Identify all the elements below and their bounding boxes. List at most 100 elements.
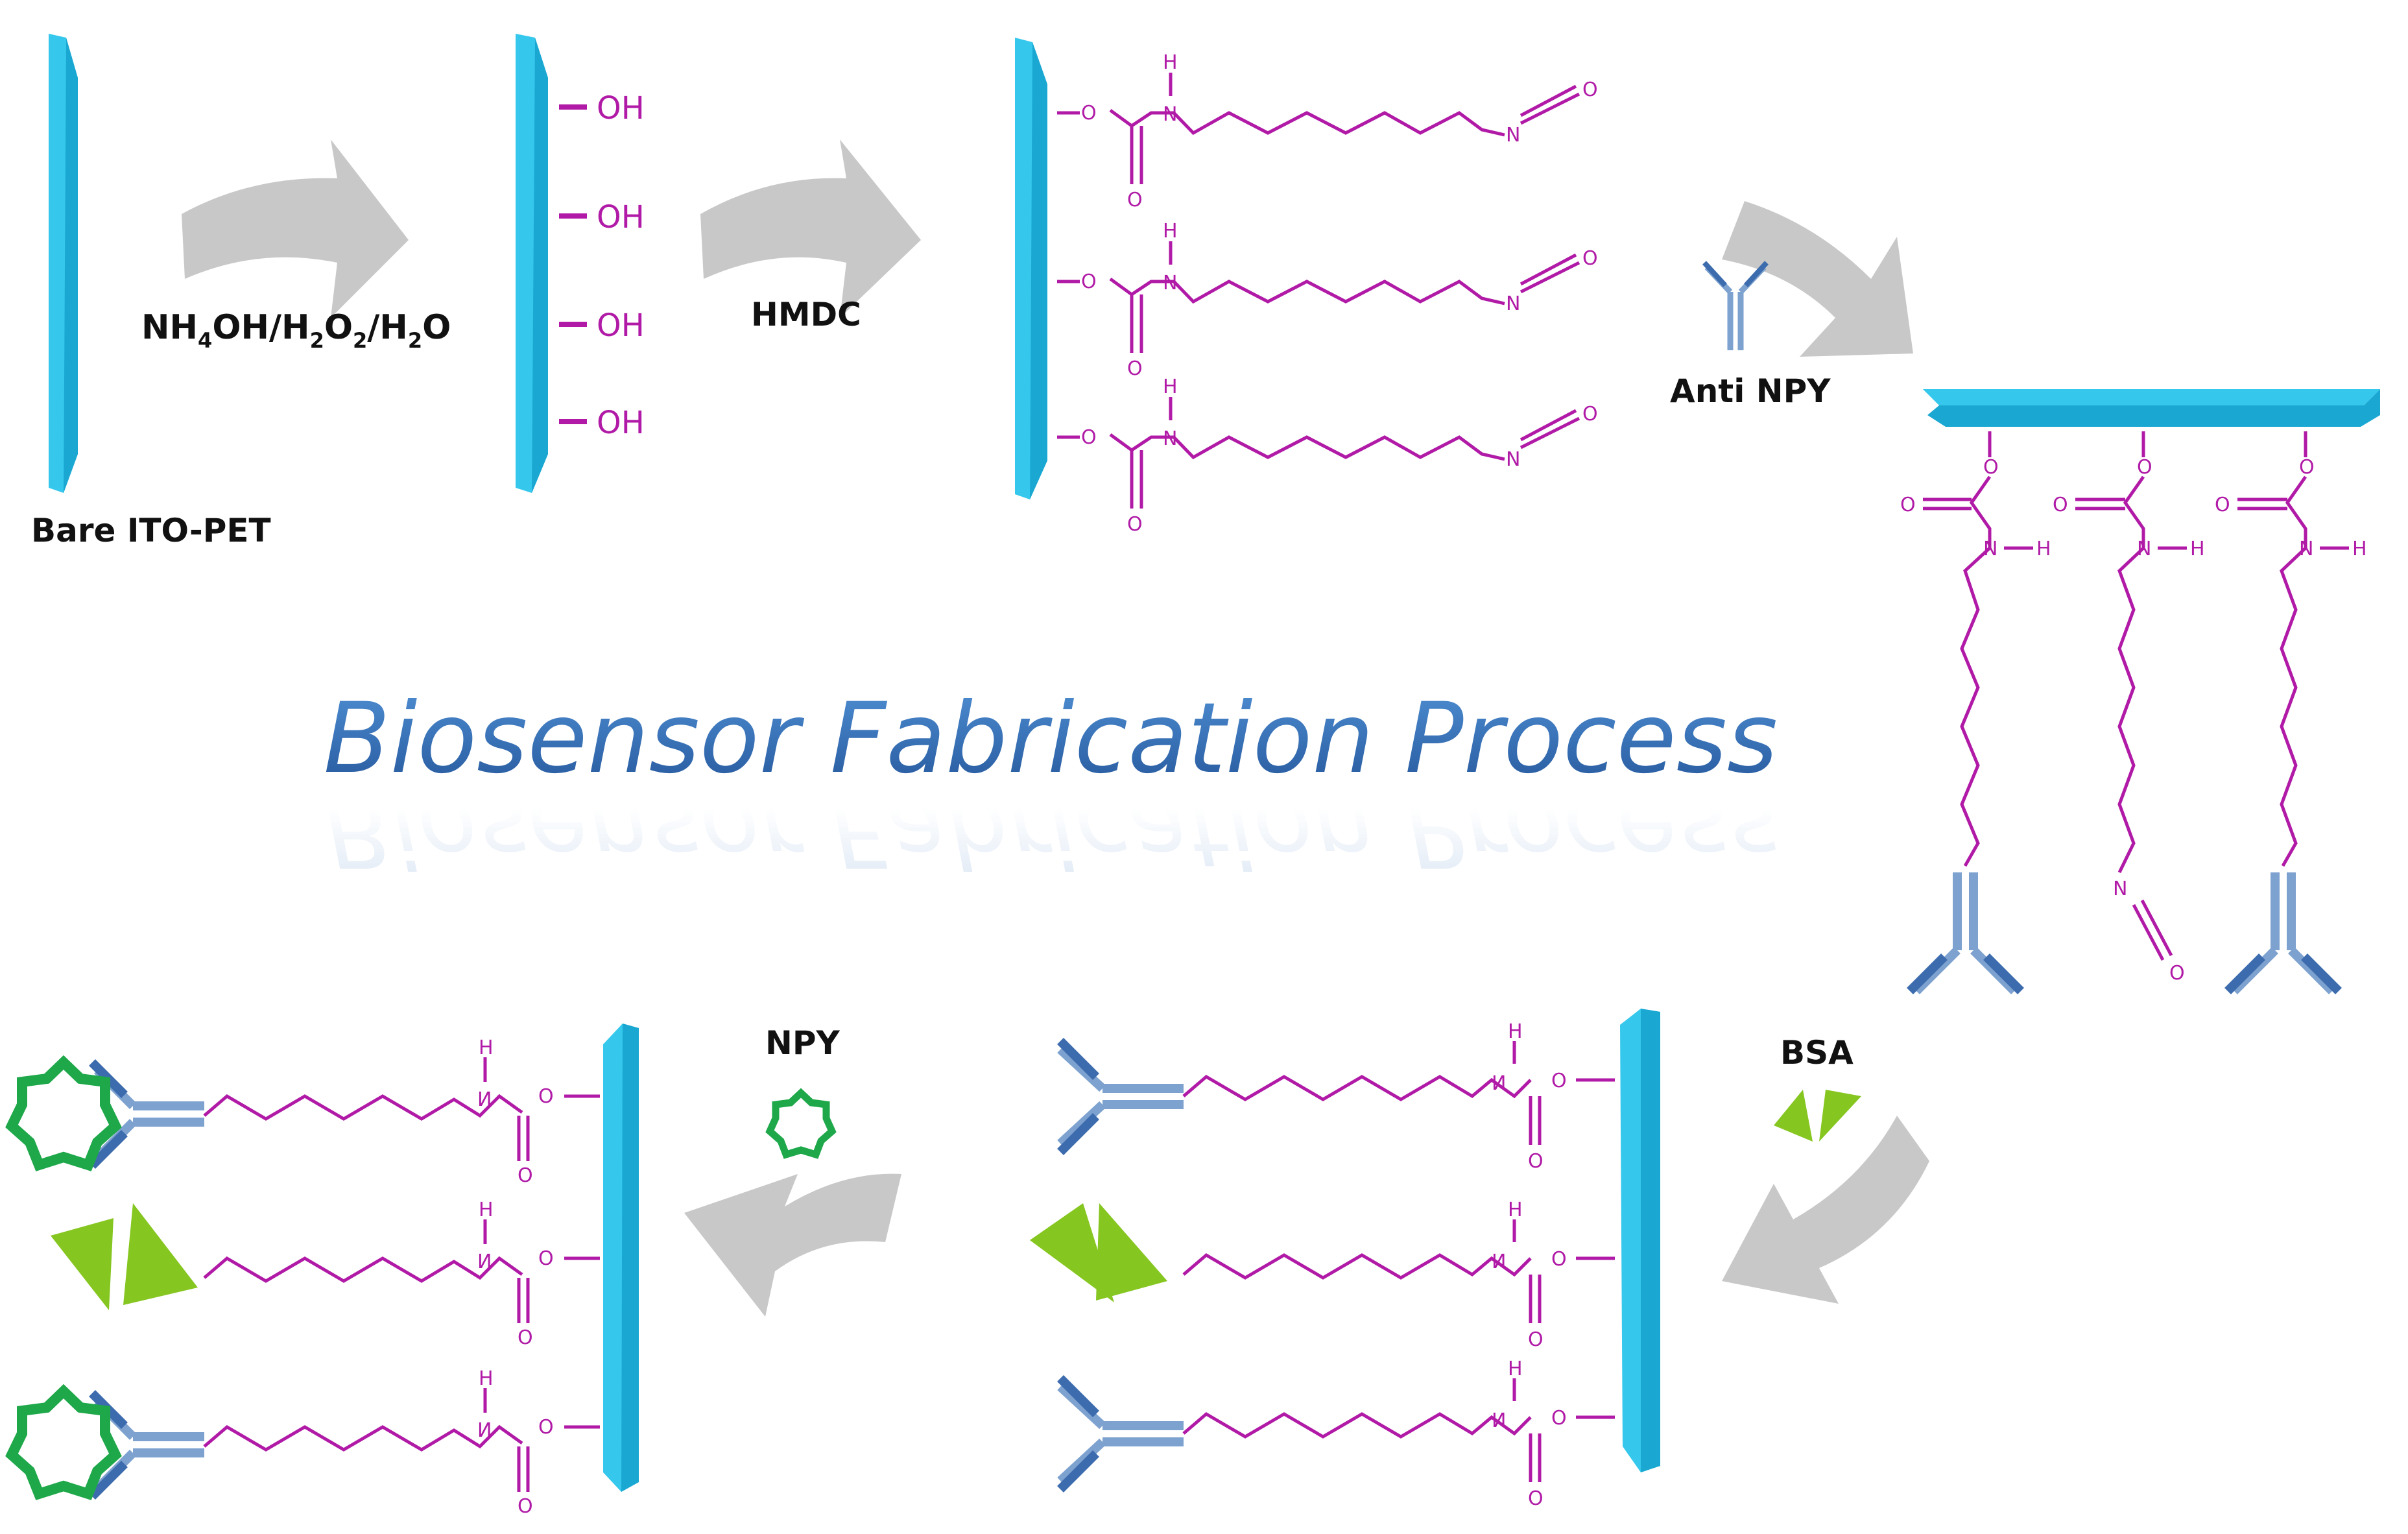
atom-o: O <box>518 1164 533 1187</box>
atom-o: O <box>518 1326 533 1349</box>
atom-n: И <box>477 1088 492 1111</box>
atom-h: H <box>1163 376 1178 398</box>
atom-n: N <box>1163 103 1177 126</box>
antibody-icon <box>1057 1038 1184 1155</box>
atom-h: H <box>2036 538 2051 560</box>
atom-o: O <box>1551 1407 1567 1430</box>
oh-label: OH <box>597 199 645 235</box>
atom-n: И <box>477 1251 492 1273</box>
atom-h: H <box>1163 51 1178 74</box>
atom-h: H <box>1163 220 1178 243</box>
atom-o: O <box>2215 494 2230 516</box>
svg-text:NH4OH/H2O2/H2O: NH4OH/H2O2/H2O <box>141 308 451 353</box>
process-arrow <box>1722 1116 1929 1304</box>
atom-o: O <box>2053 494 2068 516</box>
antibody-icon <box>89 1059 204 1169</box>
npy-star-icon <box>5 1384 122 1500</box>
atom-n: N <box>2137 538 2151 560</box>
diagram-title: Biosensor Fabrication Process <box>324 682 1778 795</box>
atom-n: N <box>1163 427 1177 450</box>
atom-o: O <box>1551 1248 1567 1271</box>
atom-n: N <box>1506 293 1520 315</box>
atom-n: N <box>2299 538 2313 560</box>
anti-npy-label: Anti NPY <box>1670 372 1831 410</box>
substrate-hmdc <box>1015 38 1047 499</box>
svg-text:Biosensor Fabrication Process: Biosensor Fabrication Process <box>324 774 1778 887</box>
atom-o: O <box>1081 102 1097 125</box>
atom-o: O <box>1127 513 1143 536</box>
bsa-label: BSA <box>1780 1034 1854 1072</box>
title-reflection: Biosensor Fabrication Process <box>324 774 1778 887</box>
atom-o: O <box>2299 456 2315 479</box>
process-arrow <box>182 139 409 318</box>
atom-h: H <box>2190 538 2205 560</box>
atom-o: O <box>1081 426 1097 449</box>
atom-n: N <box>1506 124 1520 147</box>
process-arrow <box>700 139 921 318</box>
npy-star-icon <box>5 1055 122 1171</box>
vertical-chains <box>1923 431 2349 961</box>
hmdc-chain <box>1057 241 1580 353</box>
atom-o: O <box>1551 1070 1567 1092</box>
hmdc-chain <box>1057 397 1580 509</box>
atom-h: H <box>1508 1358 1523 1380</box>
atom-h: H <box>1508 1199 1523 1221</box>
atom-h: H <box>2352 538 2367 560</box>
hmdc-chain <box>1057 73 1580 184</box>
atom-o: O <box>518 1495 533 1518</box>
substrate-hydroxylated <box>516 34 548 493</box>
atom-n: И <box>1492 1409 1506 1432</box>
substrate-bsa <box>1620 1009 1660 1472</box>
atom-o: O <box>1983 456 1999 479</box>
npy-reagent-icon <box>765 1088 837 1159</box>
atom-o: O <box>2137 456 2152 479</box>
antibody-icon <box>2224 872 2342 994</box>
atom-o: O <box>1900 494 1916 516</box>
atom-o: O <box>538 1085 554 1108</box>
atom-o: O <box>1528 1487 1544 1510</box>
process-arrow <box>1722 201 1913 357</box>
atom-o: O <box>1582 78 1598 101</box>
bsa-atom-labels: H И O O H И O O H И O O <box>1492 1020 1567 1510</box>
antibody-icon <box>1907 872 2024 994</box>
bsa-chains <box>1182 1041 1615 1482</box>
hmdc-label: HMDC <box>751 296 861 333</box>
atom-n: N <box>2113 878 2127 900</box>
substrate-npy <box>603 1024 639 1492</box>
bsa-icon <box>51 1203 198 1310</box>
atom-h: H <box>479 1199 494 1221</box>
bsa-reagent-icon <box>1774 1090 1861 1142</box>
process-arrow <box>684 1173 901 1317</box>
vertical-atom-labels: O O N H O O N H N O O O N H <box>1900 456 2367 985</box>
atom-o: O <box>2169 962 2185 985</box>
bare-ito-pet-label: Bare ITO-PET <box>31 512 271 549</box>
hmdc-atom-labels: O N H O N O O N H O N O O N H O N O <box>1081 51 1598 536</box>
antibody-icon <box>1057 1375 1184 1492</box>
substrate-bare <box>49 34 78 493</box>
npy-chains <box>203 1057 600 1492</box>
npy-label: NPY <box>765 1024 840 1062</box>
atom-o: O <box>1528 1150 1544 1173</box>
atom-o: O <box>1127 189 1143 211</box>
atom-h: H <box>479 1367 494 1390</box>
atom-o: O <box>538 1247 554 1270</box>
atom-n: N <box>1163 272 1177 294</box>
oh-label: OH <box>597 90 645 126</box>
oh-label: OH <box>597 405 645 441</box>
atom-n: N <box>1506 448 1520 471</box>
atom-o: O <box>1582 247 1598 270</box>
reagent-label: NH4OH/H2O2/H2O <box>141 308 451 353</box>
hydroxyl-groups: OH OH OH OH <box>559 90 645 441</box>
npy-atom-labels: H И O O H И O O H И O O <box>477 1037 554 1518</box>
atom-n: И <box>1492 1251 1506 1273</box>
atom-o: O <box>1582 403 1598 425</box>
substrate-antibody <box>1923 389 2380 427</box>
atom-n: N <box>1983 538 1997 560</box>
bsa-icon <box>1030 1203 1167 1302</box>
antibody-reagent-icon <box>1702 261 1769 350</box>
atom-n: И <box>477 1419 492 1442</box>
atom-o: O <box>1528 1328 1544 1351</box>
atom-h: H <box>1508 1020 1523 1043</box>
atom-h: H <box>479 1037 494 1059</box>
